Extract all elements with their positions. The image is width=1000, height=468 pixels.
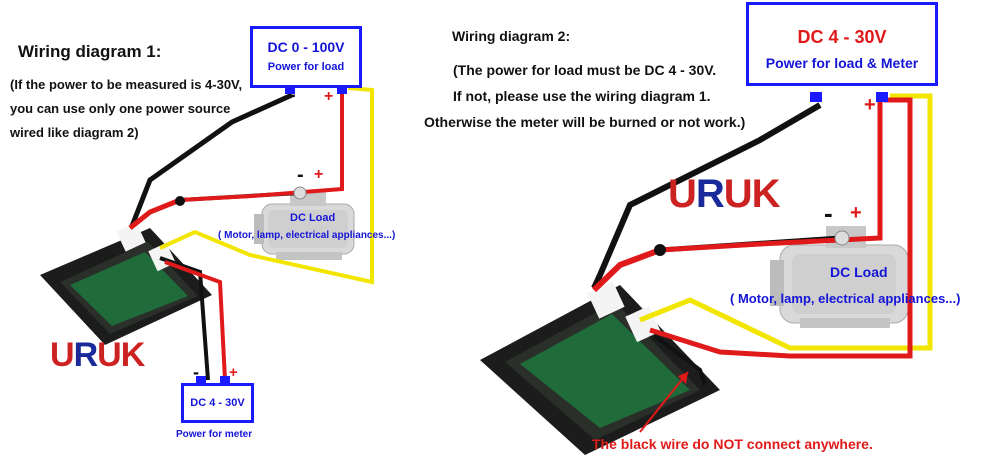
dc-load-subtitle-left: ( Motor, lamp, electrical appliances...) [218,230,396,241]
plus-sign-meter: + [229,364,238,381]
minus-sign-left-box: - [289,84,296,106]
red-wire-left-meter [164,260,227,381]
diagram2-note-line-3: Otherwise the meter will be burned or no… [424,114,746,130]
meter-power-caption: Power for meter [176,429,253,440]
plus-sign-right-load: + [850,202,862,224]
black-wire-left-top [129,92,294,227]
minus-sign-right-load: - [824,198,833,228]
dc-load-motor-right [770,226,909,328]
minus-sign-meter: - [193,362,199,382]
dc-load-subtitle-right: ( Motor, lamp, electrical appliances...) [730,291,961,306]
minus-sign-left-load: - [297,164,304,186]
red-wire-right-meter [649,97,913,359]
diagram2-title: Wiring diagram 2: [452,28,571,44]
power-voltage-right: DC 4 - 30V [797,27,887,47]
meter-power-voltage: DC 4 - 30V [190,397,245,409]
dc-load-motor-left [254,192,355,260]
diagram2-note-line-2: If not, please use the wiring diagram 1. [453,88,711,104]
power-caption-right: Power for load & Meter [765,55,919,71]
minus-sign-right-box: - [812,90,821,120]
power-box-right: DC 4 - 30V Power for load & Meter [746,2,938,86]
red-wire-right-split [591,247,662,293]
dc-load-title-right: DC Load [830,264,888,280]
diagram1-note-line-1: (If the power to be measured is 4-30V, [10,77,243,92]
warning-arrow [639,371,689,433]
diagram1-title: Wiring diagram 1: [18,42,162,61]
load-power-voltage: DC 0 - 100V [267,39,345,55]
diagram1-note-line-3: wired like diagram 2) [10,125,139,140]
plus-sign-left-box: + [324,88,334,105]
uruk-logo-right: URUK [668,172,781,216]
yellow-wire-left [159,86,374,285]
diagram2-note-line-1: (The power for load must be DC 4 - 30V. [453,62,717,78]
plus-sign-right-box: + [864,94,876,116]
yellow-wire-right [639,93,933,351]
black-wire-right-loose [653,334,707,386]
plus-sign-left-load: + [314,166,324,183]
uruk-logo-left: URUK [50,336,145,374]
dc-load-title-left: DC Load [290,212,336,224]
red-wire-right-load [659,94,883,253]
load-power-box-left: DC 0 - 100V Power for load [250,26,362,88]
meter-module-right [480,281,720,455]
meter-power-box-left: DC 4 - 30V [181,383,254,423]
black-wire-right-top [591,102,822,290]
diagram1-note-line-2: you can use only one power source [10,101,231,116]
black-wire-warning: The black wire do NOT connect anywhere. [592,436,873,452]
black-wire-left-meter [159,256,210,381]
load-power-caption: Power for load [267,61,345,73]
meter-module-left [40,222,212,345]
red-wire-left-split [128,197,181,230]
